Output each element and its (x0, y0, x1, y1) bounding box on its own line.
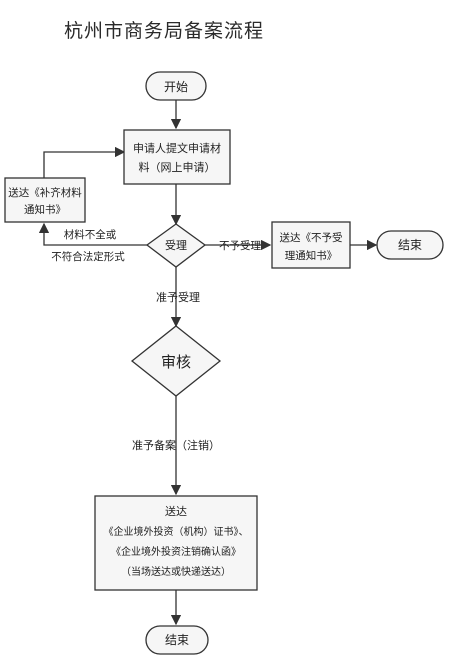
edge-supplement-to-submit (43, 146, 126, 178)
end-bottom-label: 结束 (165, 633, 189, 647)
reject-label-line2: 理通知书》 (285, 249, 338, 262)
end-top-label: 结束 (398, 238, 422, 252)
end-node-top (376, 230, 444, 260)
submit-application-node (123, 129, 231, 185)
incomplete-label-line2: 不符合法定形式 (51, 250, 125, 263)
submit-label-line1: 申请人提文申请材 (133, 141, 221, 155)
not-accepted-label: 不予受理 (219, 240, 261, 252)
submit-label-line2: 料（网上申请） (139, 160, 216, 174)
page-title: 杭州市商务局备案流程 (64, 20, 265, 42)
approved-label: 准予备案（注销） (132, 438, 220, 452)
deliver-label-line3: 《企业境外投资注销确认函》 (111, 545, 241, 558)
supplement-notice-node (4, 177, 86, 223)
start-node (145, 71, 207, 101)
review-label: 审核 (161, 353, 191, 371)
deliver-label-line4: （当场送达或快递送达） (121, 565, 231, 578)
review-decision-node (130, 325, 222, 397)
deliver-label-line2: 《企业境外投资（机构）证书》、 (104, 525, 249, 538)
deliver-certificate-node (94, 495, 258, 591)
end-node-bottom (145, 625, 209, 655)
deliver-label-line1: 送达 (165, 504, 187, 518)
supplement-label-line2: 通知书》 (24, 203, 66, 216)
accept-label: 受理 (165, 239, 187, 252)
supplement-label-line1: 送达《补齐材料 (8, 186, 82, 199)
edge-accept-to-supplement (38, 222, 147, 246)
accept-decision-node (145, 223, 207, 268)
reject-label-line1: 送达《不予受 (280, 231, 343, 244)
accepted-label: 准予受理 (156, 291, 200, 304)
start-label: 开始 (164, 80, 188, 94)
incomplete-label-line1: 材料不全或 (64, 228, 117, 241)
reject-notice-node (271, 221, 351, 269)
